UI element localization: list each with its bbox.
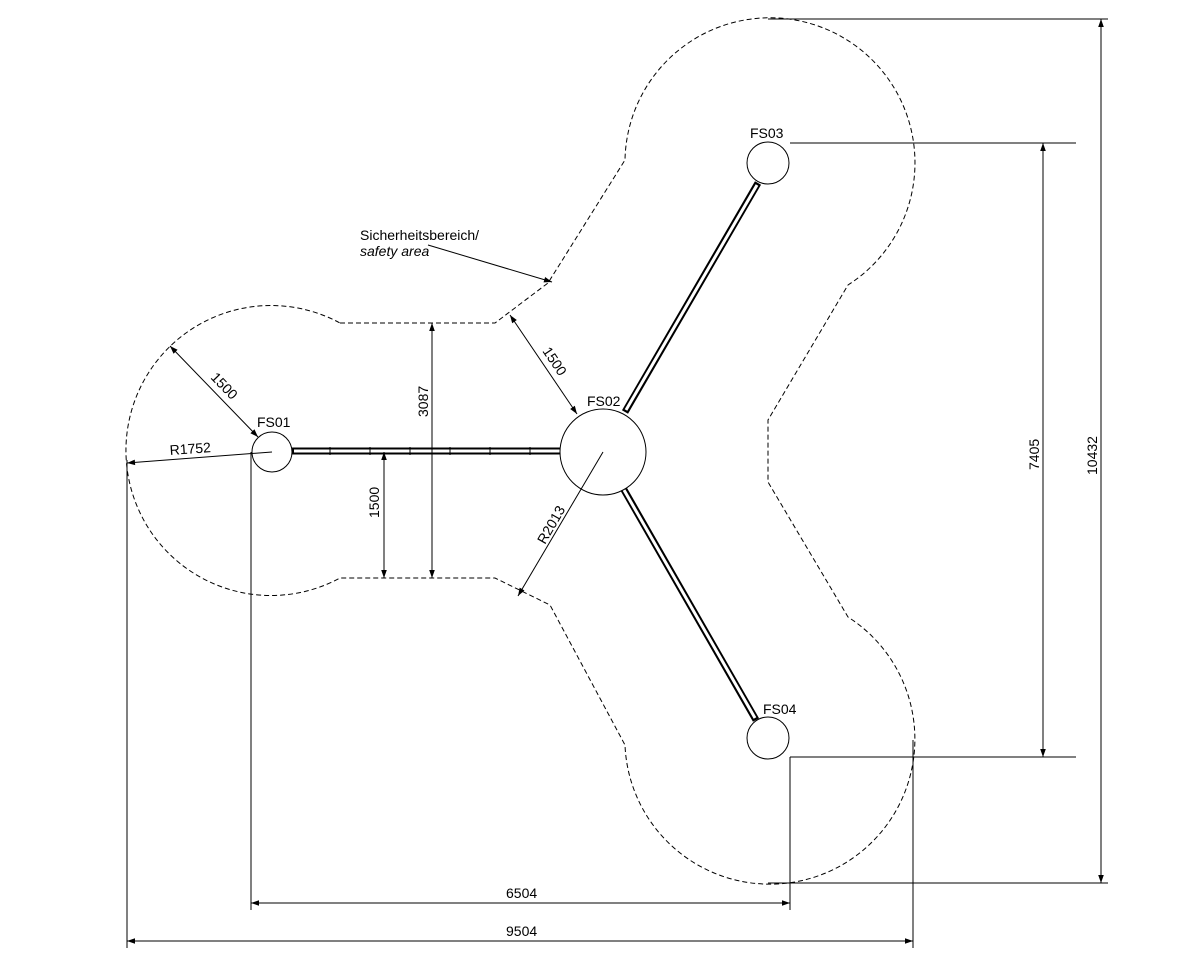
radius-fs01-line bbox=[126, 451, 273, 466]
station-fs04 bbox=[746, 716, 790, 760]
label-fs01: FS01 bbox=[257, 414, 291, 430]
offset-fs01-label: 1500 bbox=[208, 369, 241, 403]
offset-fs02-label: 1500 bbox=[540, 344, 571, 379]
total-height-label: 10432 bbox=[1084, 436, 1100, 475]
safety-area-label-de: Sicherheitsbereich/ bbox=[360, 227, 479, 243]
beam-fs03 bbox=[621, 181, 762, 414]
width-fs01-fs04-label: 6504 bbox=[506, 885, 537, 901]
offset-arm-label: 1500 bbox=[366, 487, 382, 518]
radius-fs02-line bbox=[517, 451, 604, 597]
offset-fs01-line bbox=[169, 345, 259, 438]
beam-fs01 bbox=[292, 447, 562, 455]
radius-fs01-label: R1752 bbox=[169, 439, 211, 458]
offset-fs02-line bbox=[509, 314, 578, 415]
label-fs04: FS04 bbox=[763, 701, 797, 717]
label-fs03: FS03 bbox=[750, 125, 784, 141]
safety-area-label-en: safety area bbox=[360, 243, 429, 259]
beam-fs04 bbox=[619, 486, 760, 722]
label-fs02: FS02 bbox=[587, 393, 621, 409]
radius-fs02-label: R2013 bbox=[534, 503, 569, 547]
total-width-label: 9504 bbox=[506, 923, 537, 939]
neck-width-label: 3087 bbox=[415, 386, 431, 417]
station-fs03 bbox=[746, 141, 790, 185]
safety-area-leader bbox=[427, 244, 553, 283]
height-fs03-fs04-label: 7405 bbox=[1026, 439, 1042, 470]
